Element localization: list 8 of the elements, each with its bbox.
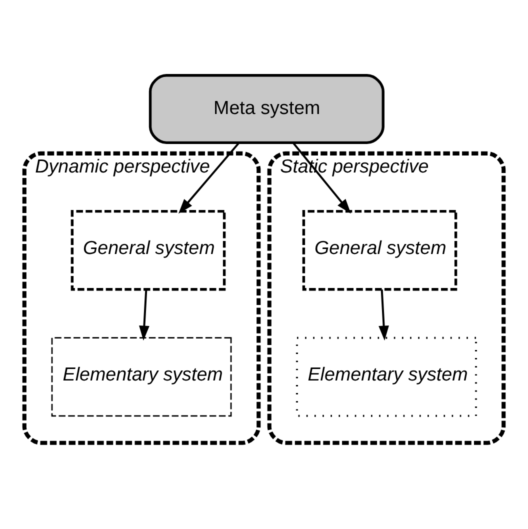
node-box: Elementary system [51, 337, 232, 417]
arrow [378, 289, 389, 341]
node-box: Elementary system [296, 336, 477, 417]
node-box: General system [70, 210, 226, 291]
arrow [178, 142, 240, 214]
arrow [139, 289, 150, 341]
node-box: General system [302, 210, 458, 291]
node-box: Meta system [148, 74, 384, 144]
